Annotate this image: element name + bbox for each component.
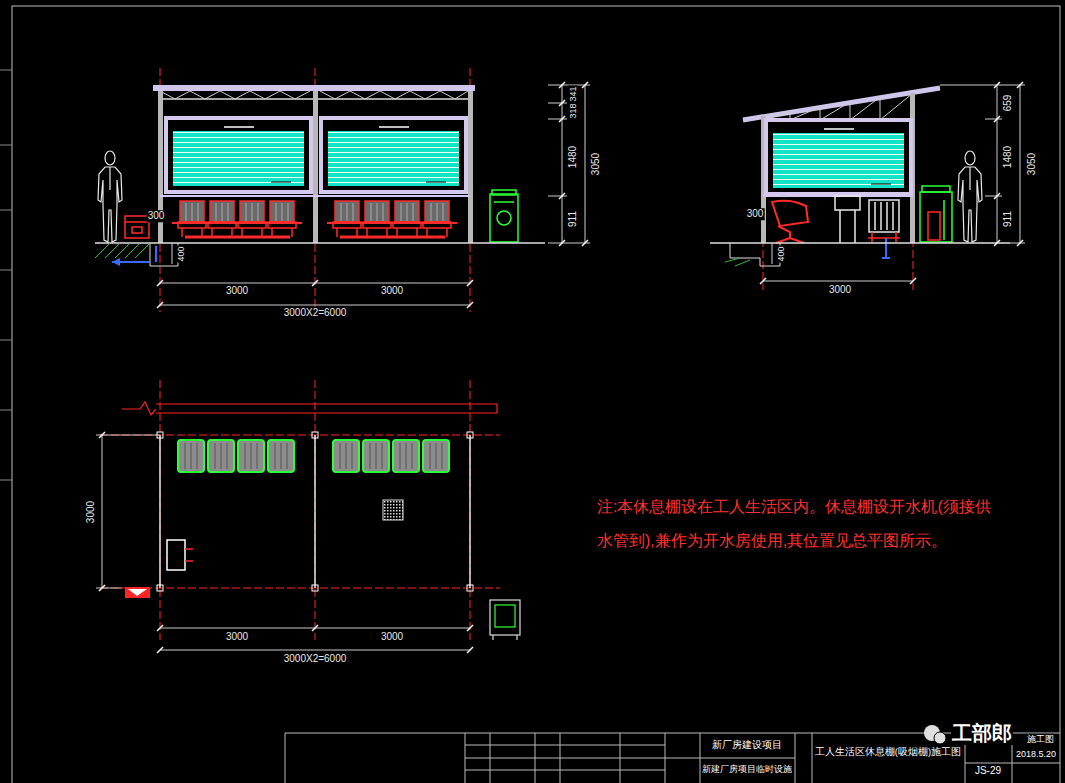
dimension-text: 1480 xyxy=(567,145,579,169)
dimension-text: 911 xyxy=(567,210,579,228)
dimension-text: 3050 xyxy=(1026,152,1038,176)
dimension-text: 3050 xyxy=(590,152,602,176)
dimension-text: 300 xyxy=(746,208,765,220)
title-block-text: 新建厂房项目临时设施 xyxy=(701,764,793,774)
title-block-text: 施工图 xyxy=(1026,734,1055,744)
dimension-text: 3000X2=6000 xyxy=(283,307,348,319)
title-block-text: 新厂房建设项目 xyxy=(711,739,783,751)
dimension-text: 3000 xyxy=(225,631,249,643)
dimension-text: 400 xyxy=(176,245,186,262)
note-text: 注:本休息棚设在工人生活区内。休息棚设开水机(须接供水管到),兼作为开水房使用,… xyxy=(596,490,998,558)
dimension-text: 3000X2=6000 xyxy=(283,653,348,665)
dimension-text: 318 xyxy=(568,102,578,119)
title-block-text: 2018.5.20 xyxy=(1015,749,1057,759)
title-block-text: 工人生活区休息棚(吸烟棚)施工图 xyxy=(814,747,962,758)
dimension-text: 341 xyxy=(568,85,578,102)
dimension-text: 3000 xyxy=(380,631,404,643)
dimension-text: 3000 xyxy=(380,285,404,297)
title-block-text: JS-29 xyxy=(974,765,1002,777)
dimension-text: 3000 xyxy=(225,285,249,297)
dimension-text: 911 xyxy=(1002,210,1014,228)
dimension-text: 3000 xyxy=(828,284,852,296)
watermark: 工部郎 xyxy=(951,722,1013,745)
dimension-text: 3000 xyxy=(85,500,97,524)
dimension-text: 300 xyxy=(147,210,166,222)
dimension-text: 1480 xyxy=(1002,145,1014,169)
dimension-text: 400 xyxy=(776,245,786,262)
dimension-text: 659 xyxy=(1002,94,1014,113)
